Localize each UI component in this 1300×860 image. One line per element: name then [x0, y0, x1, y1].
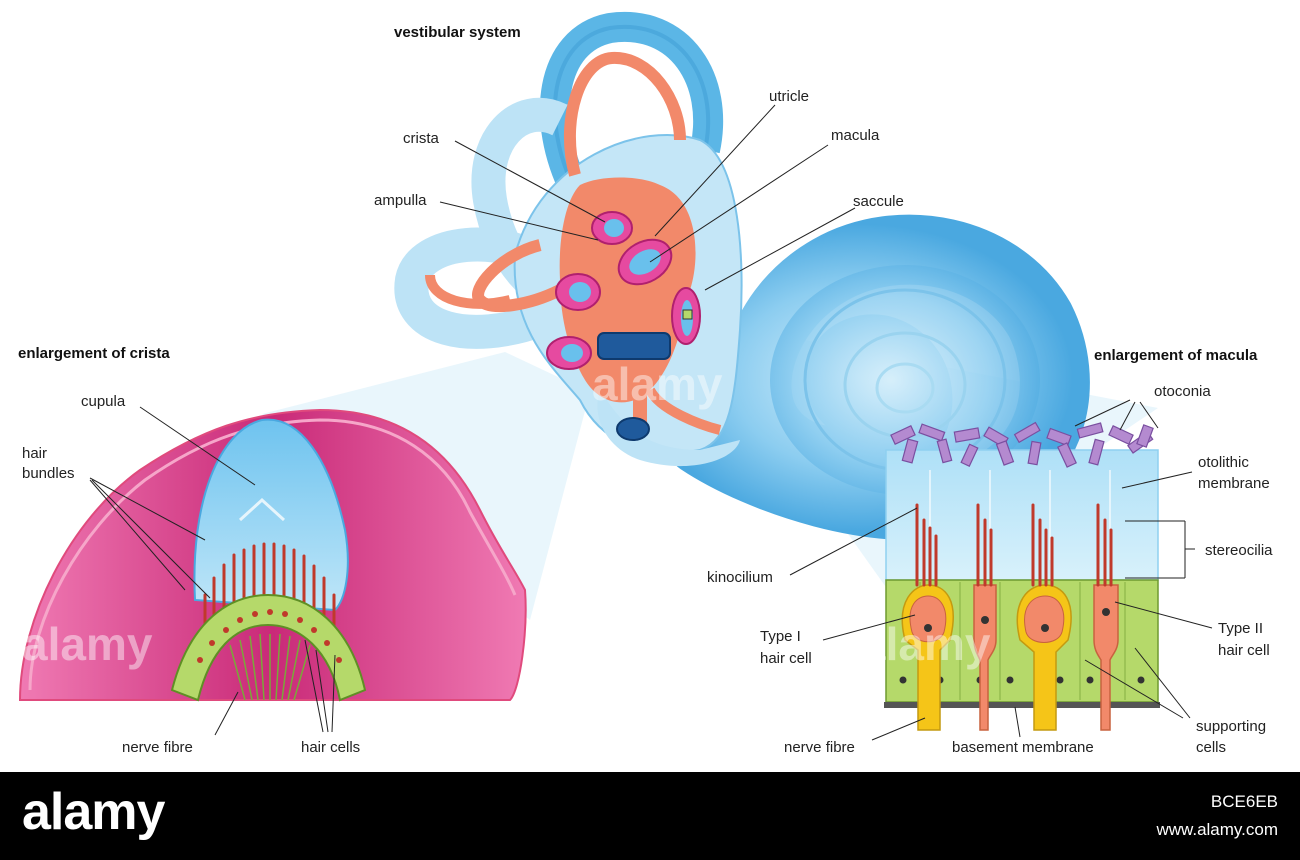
label-type2-line2: hair cell — [1218, 642, 1270, 659]
label-nerve-fibre-right: nerve fibre — [784, 739, 855, 756]
label-hair-cells: hair cells — [301, 739, 360, 756]
heading-enlargement-macula: enlargement of macula — [1094, 347, 1258, 364]
watermark-text: alamy — [22, 618, 153, 670]
label-supporting-line1: supporting — [1196, 718, 1266, 735]
label-type1-line2: hair cell — [760, 650, 812, 667]
label-cupula: cupula — [81, 393, 126, 410]
label-nerve-fibre-left: nerve fibre — [122, 739, 193, 756]
label-crista: crista — [403, 130, 439, 147]
label-otoconia: otoconia — [1154, 383, 1211, 400]
label-basement-membrane: basement membrane — [952, 739, 1094, 756]
label-kinocilium: kinocilium — [707, 569, 773, 586]
leader-lines — [89, 104, 1213, 741]
label-type2-line1: Type II — [1218, 620, 1263, 637]
watermark-text: alamy — [860, 618, 991, 670]
footer-image-id: BCE6EB — [1210, 792, 1278, 811]
watermark: alamy alamy alamy — [22, 358, 991, 670]
label-supporting-line2: cells — [1196, 739, 1226, 756]
footer-url: www.alamy.com — [1156, 820, 1278, 839]
heading-enlargement-crista: enlargement of crista — [18, 345, 170, 362]
heading-vestibular-system: vestibular system — [394, 24, 521, 41]
footer-logo: alamy — [22, 783, 165, 841]
label-utricle: utricle — [769, 88, 809, 105]
label-otolithic-line1: otolithic — [1198, 454, 1249, 471]
label-otolithic-line2: membrane — [1198, 475, 1270, 492]
footer-bar: alamy BCE6EB www.alamy.com — [0, 772, 1300, 860]
label-hair-bundles-line1: hair — [22, 445, 47, 462]
label-hair-bundles-line2: bundles — [22, 465, 75, 482]
watermark-text: alamy — [592, 358, 723, 410]
label-saccule: saccule — [853, 193, 904, 210]
label-macula: macula — [831, 127, 880, 144]
macula-enlargement — [884, 421, 1160, 731]
otoconia-crystals — [890, 421, 1154, 468]
label-stereocilia: stereocilia — [1205, 542, 1273, 559]
vestibular-diagram: alamy alamy alamy vestibular syst — [18, 11, 1273, 756]
label-ampulla: ampulla — [374, 192, 427, 209]
crista-enlargement — [18, 408, 527, 702]
label-type1-line1: Type I — [760, 628, 801, 645]
